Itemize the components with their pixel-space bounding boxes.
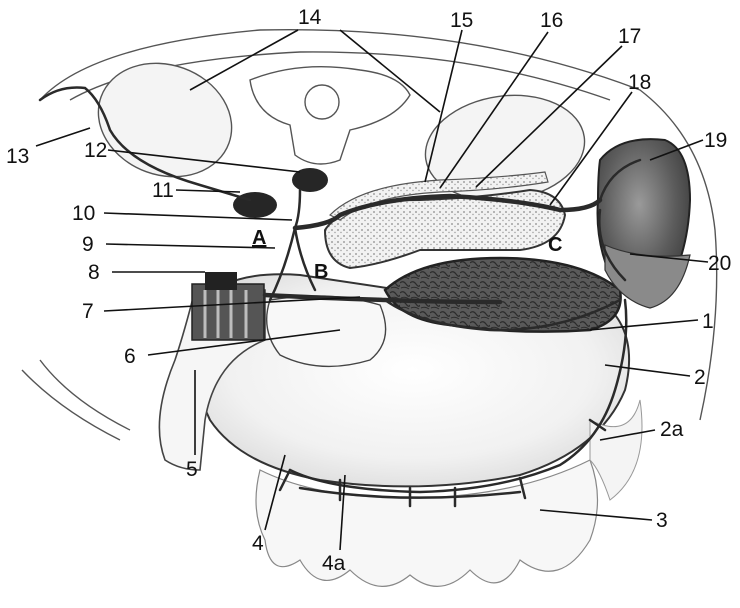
label-2: 2 [694, 366, 706, 389]
label-7: 7 [82, 300, 94, 323]
label-18: 18 [628, 71, 651, 94]
label-5: 5 [186, 458, 198, 481]
label-9: 9 [82, 233, 94, 256]
label-C: C [548, 234, 562, 256]
vertebra [250, 67, 410, 164]
vertebral-foramen [305, 85, 339, 119]
label-2a: 2a [660, 418, 684, 441]
label-11: 11 [152, 179, 174, 202]
label-4: 4 [252, 532, 264, 555]
label-16: 16 [540, 9, 563, 32]
vessel-12 [295, 190, 300, 228]
label-13: 13 [6, 145, 29, 168]
label-4a: 4a [322, 552, 346, 575]
label-6: 6 [124, 345, 136, 368]
label-19: 19 [704, 129, 727, 152]
leader-14b [340, 30, 440, 112]
label-14: 14 [298, 6, 322, 29]
label-20: 20 [708, 252, 731, 275]
label-8: 8 [88, 261, 100, 284]
lower-left-contour-2 [22, 370, 120, 440]
lower-left-contour [40, 360, 130, 430]
label-10: 10 [72, 202, 95, 225]
lymph-node-block-top [205, 272, 237, 290]
label-B: B [314, 261, 328, 283]
label-1: 1 [702, 310, 714, 333]
leader-11 [176, 190, 240, 192]
label-A: A [252, 227, 266, 249]
lymph-node-block [192, 284, 264, 340]
label-12: 12 [84, 139, 107, 162]
leader-13 [36, 128, 90, 146]
label-3: 3 [656, 509, 668, 532]
label-17: 17 [618, 25, 641, 48]
label-15: 15 [450, 9, 473, 32]
leader-9 [106, 244, 275, 248]
